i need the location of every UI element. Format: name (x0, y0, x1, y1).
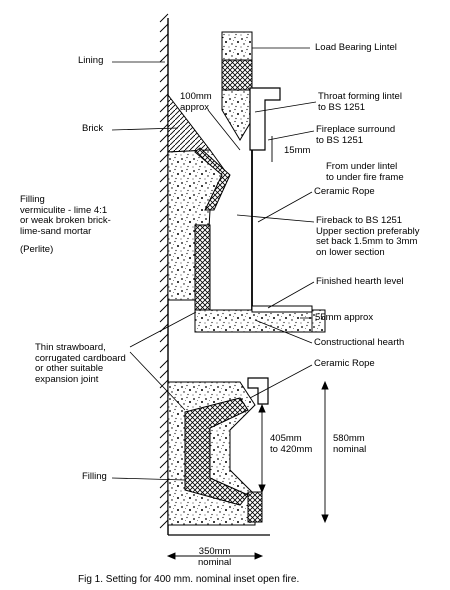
fireplace-surround-top (249, 87, 281, 151)
label-from-under-lintel: From under lintel to under fire frame (326, 161, 404, 183)
finished-hearth (251, 305, 313, 313)
label-ceramic-rope-top: Ceramic Rope (314, 186, 375, 197)
label-15mm: 15mm (284, 145, 311, 156)
leader-lines (111, 47, 317, 481)
dimension-lines (166, 136, 329, 560)
label-405-420mm: 405mm to 420mm (270, 433, 313, 455)
label-constructional-hearth: Constructional hearth (314, 337, 405, 348)
figure-caption: Fig 1. Setting for 400 mm. nominal inset… (78, 574, 300, 585)
fireback-upper (194, 147, 231, 211)
lower-fireback (184, 397, 249, 506)
label-fireback: Fireback to BS 1251 Upper section prefer… (316, 215, 420, 258)
label-ceramic-rope-bottom: Ceramic Rope (314, 358, 375, 369)
label-lining: Lining (78, 55, 104, 66)
label-throat-forming-lintel: Throat forming lintel to BS 1251 (318, 91, 402, 113)
label-finished-hearth-level: Finished hearth level (316, 276, 404, 287)
label-strawboard: Thin strawboard, corrugated cardboard or… (35, 342, 126, 385)
label-brick: Brick (82, 123, 104, 134)
throat-forming-lintel (221, 89, 253, 141)
fireback-lower (194, 224, 211, 311)
lower-surround-top (247, 377, 269, 405)
label-filling: Filling (82, 471, 107, 482)
label-filling-vermiculite: Filling vermiculite - lime 4:1 or weak b… (20, 194, 111, 237)
label-580mm-nominal: 580mm nominal (333, 433, 367, 455)
upper-concrete (221, 31, 253, 61)
wall-lining (159, 13, 169, 360)
label-100mm-approx: 100mm approx (180, 91, 212, 113)
label-fireplace-surround: Fireplace surround to BS 1251 (316, 124, 396, 146)
label-load-bearing-lintel: Load Bearing Lintel (315, 42, 397, 53)
label-perlite: (Perlite) (20, 244, 54, 255)
label-55mm-approx: 55mm approx (315, 312, 374, 323)
load-bearing-lintel (221, 59, 253, 91)
constructional-hearth (194, 309, 326, 333)
lower-surround-bottom (247, 491, 263, 523)
label-350mm-nominal: 350mm nominal (198, 546, 232, 568)
